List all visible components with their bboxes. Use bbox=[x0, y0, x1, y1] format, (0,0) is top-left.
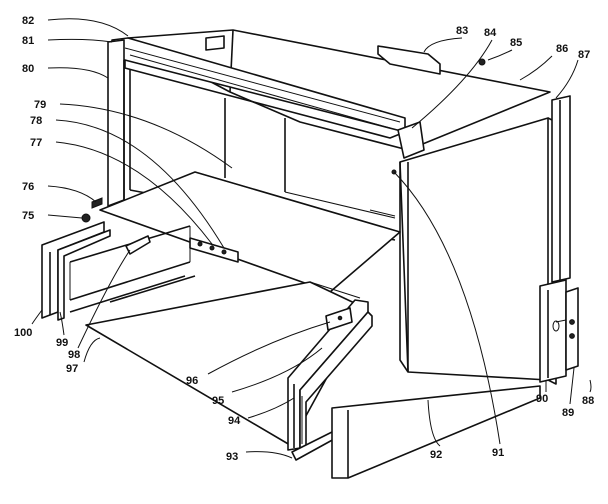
label-86: 86 bbox=[556, 43, 568, 55]
label-91: 91 bbox=[492, 447, 504, 459]
label-92: 92 bbox=[430, 449, 442, 461]
label-95: 95 bbox=[212, 395, 224, 407]
cabinet-assembly bbox=[41, 29, 579, 479]
label-98: 98 bbox=[68, 349, 80, 361]
label-78: 78 bbox=[30, 115, 42, 127]
left-side-panel bbox=[107, 39, 125, 207]
right-side-panel bbox=[399, 117, 549, 381]
screw-top bbox=[478, 58, 486, 66]
hinge-bracket bbox=[539, 279, 567, 383]
label-88: 88 bbox=[582, 395, 594, 407]
label-81: 81 bbox=[22, 35, 34, 47]
label-97: 97 bbox=[66, 363, 78, 375]
right-vertical-strip bbox=[551, 95, 571, 283]
leader-lines bbox=[31, 18, 592, 459]
label-90: 90 bbox=[536, 393, 548, 405]
hinge bbox=[565, 287, 579, 371]
label-75: 75 bbox=[22, 210, 34, 222]
label-79: 79 bbox=[34, 99, 46, 111]
label-96: 96 bbox=[186, 375, 198, 387]
label-99: 99 bbox=[56, 337, 68, 349]
label-84: 84 bbox=[484, 27, 497, 39]
front-trim-panel bbox=[331, 385, 541, 479]
corner-cap bbox=[397, 121, 425, 159]
part-labels: 82 81 80 79 78 77 76 75 100 99 98 97 96 … bbox=[14, 15, 594, 463]
label-80: 80 bbox=[22, 63, 34, 75]
label-87: 87 bbox=[578, 49, 590, 61]
label-83: 83 bbox=[456, 25, 468, 37]
label-76: 76 bbox=[22, 181, 34, 193]
label-93: 93 bbox=[226, 451, 238, 463]
label-100: 100 bbox=[14, 327, 32, 339]
top-bracket bbox=[377, 45, 441, 75]
label-89: 89 bbox=[562, 407, 574, 419]
label-94: 94 bbox=[228, 415, 241, 427]
screw bbox=[81, 213, 91, 223]
label-85: 85 bbox=[510, 37, 522, 49]
label-77: 77 bbox=[30, 137, 42, 149]
label-82: 82 bbox=[22, 15, 34, 27]
upper-shelf bbox=[99, 171, 401, 293]
